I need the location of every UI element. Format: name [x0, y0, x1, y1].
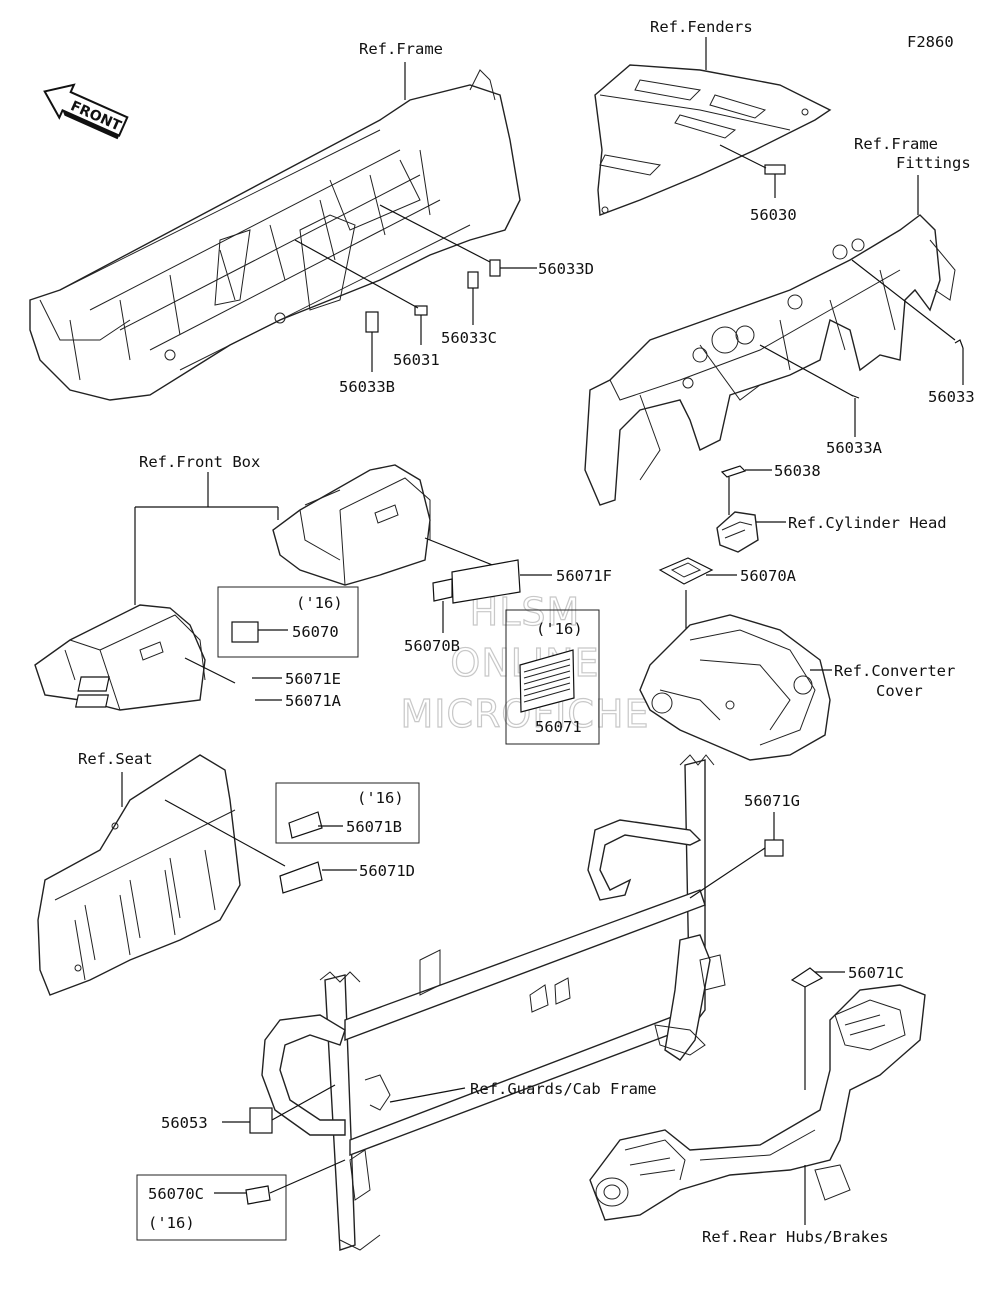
- decal-56033C: [467, 271, 479, 289]
- part-56071: 56071: [535, 718, 582, 736]
- part-number-labels: 56030 56033D 56033C 56031 56033B 56033 5…: [148, 206, 975, 1232]
- decal-56071G: [764, 839, 784, 857]
- year-note-56070C: ('16): [148, 1214, 195, 1232]
- part-56053: 56053: [161, 1114, 208, 1132]
- decal-56071: [519, 649, 575, 713]
- part-56071B: 56071B: [346, 818, 402, 836]
- part-56071A: 56071A: [285, 692, 342, 710]
- reference-labels: Ref.Frame Ref.Fenders Ref.Frame Fittings…: [78, 18, 971, 1246]
- ref-converter-label-1: Ref.Converter: [834, 662, 955, 680]
- ref-fenders-label: Ref.Fenders: [650, 18, 753, 36]
- rear-hubs-assembly: [589, 984, 926, 1221]
- part-56071C: 56071C: [848, 964, 904, 982]
- part-56071E: 56071E: [285, 670, 341, 688]
- part-56070A: 56070A: [740, 567, 797, 585]
- decal-56071D: [279, 861, 323, 894]
- decal-56070C: [245, 1185, 271, 1205]
- year-note-56070: ('16): [296, 594, 343, 612]
- part-56031: 56031: [393, 351, 440, 369]
- part-56033B: 56033B: [339, 378, 395, 396]
- box-56070-16: [217, 586, 359, 658]
- frame-fittings-assembly: [584, 214, 956, 506]
- cylinder-head: [716, 511, 759, 553]
- front-arrow-icon: FRONT: [43, 83, 129, 140]
- guards-cab-frame: [261, 754, 726, 1251]
- part-56033: 56033: [928, 388, 975, 406]
- part-56070: 56070: [292, 623, 339, 641]
- decal-56030: [764, 164, 786, 175]
- box-56071-16: [505, 609, 600, 745]
- figure-code: F2860: [907, 33, 954, 51]
- front-box-upper: [272, 464, 431, 586]
- decal-56033B: [365, 311, 379, 333]
- decal-56071C: [790, 967, 824, 988]
- year-note-56071: ('16): [536, 620, 583, 638]
- ref-frame-fittings-label-2: Fittings: [896, 154, 971, 172]
- part-56033D: 56033D: [538, 260, 594, 278]
- part-56038: 56038: [774, 462, 821, 480]
- seat-assembly: [37, 754, 241, 996]
- box-56071B-16: [275, 782, 420, 844]
- ref-rear-hubs-label: Ref.Rear Hubs/Brakes: [702, 1228, 889, 1246]
- ref-front-box-label: Ref.Front Box: [139, 453, 260, 471]
- ref-frame-label: Ref.Frame: [359, 40, 443, 58]
- decal-56033: [954, 339, 964, 349]
- part-56070C: 56070C: [148, 1185, 204, 1203]
- fender-assembly: [594, 64, 832, 216]
- part-56033A: 56033A: [826, 439, 883, 457]
- ref-guards-label: Ref.Guards/Cab Frame: [470, 1080, 657, 1098]
- ref-seat-label: Ref.Seat: [78, 750, 153, 768]
- decal-56071E: [77, 676, 110, 692]
- ref-converter-label-2: Cover: [876, 682, 923, 700]
- part-56030: 56030: [750, 206, 797, 224]
- front-box-lower: [34, 604, 206, 711]
- ref-cylinder-head-label: Ref.Cylinder Head: [788, 514, 947, 532]
- decal-56033D: [489, 259, 501, 277]
- decal-56071A: [74, 694, 110, 708]
- decal-56070B: [432, 578, 453, 602]
- ref-frame-fittings-label-1: Ref.Frame: [854, 135, 938, 153]
- decal-56071F: [451, 559, 521, 604]
- part-56071D: 56071D: [359, 862, 415, 880]
- decal-56070A: [658, 557, 714, 585]
- decal-56071B: [288, 811, 323, 839]
- decal-56038: [720, 465, 747, 478]
- box-56070C-16: [136, 1174, 287, 1241]
- watermark: HLSM ONLINE MICROFICHE: [400, 589, 649, 736]
- year-note-56071B: ('16): [357, 789, 404, 807]
- converter-cover: [639, 614, 831, 761]
- decal-56070: [231, 621, 259, 643]
- part-56070B: 56070B: [404, 637, 460, 655]
- frame-assembly: [29, 69, 521, 401]
- part-56071F: 56071F: [556, 567, 612, 585]
- part-56033C: 56033C: [441, 329, 497, 347]
- decal-56053: [249, 1107, 273, 1134]
- part-56071G: 56071G: [744, 792, 800, 810]
